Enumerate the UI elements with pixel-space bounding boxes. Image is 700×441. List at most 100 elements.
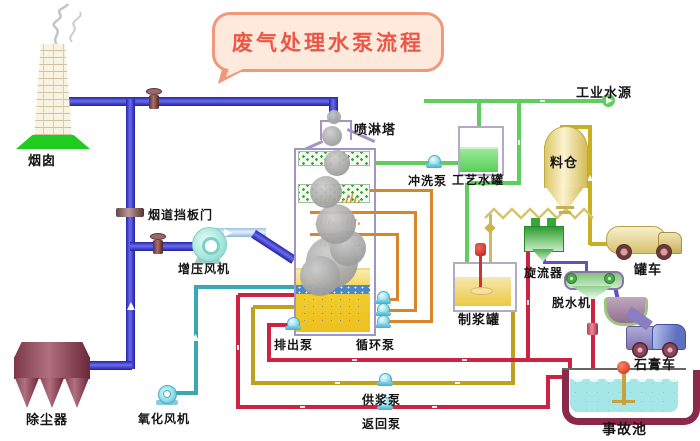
label-spray-tower: 喷淋塔	[354, 123, 397, 138]
label-industrial-water: 工业水源	[576, 86, 633, 101]
bypass-valve	[146, 88, 162, 110]
air-pipe-to-tower	[196, 285, 302, 289]
label-cyclone: 旋流器	[524, 266, 564, 280]
discharge-pump-link	[267, 323, 289, 327]
belt-roller-right	[604, 273, 615, 284]
flue-pipe-top	[56, 97, 338, 106]
label-tank-truck: 罐车	[634, 263, 663, 278]
underflow-to-belt	[585, 261, 588, 274]
air-pipe-fan-link	[176, 391, 198, 395]
page-title: 废气处理水泵流程	[232, 31, 424, 55]
water-to-slurry-tank	[465, 183, 469, 263]
supply-into-tower	[253, 305, 302, 309]
slurry-supply-pump	[377, 373, 393, 386]
water-tank-drop	[477, 101, 481, 127]
spray-header-1	[310, 189, 433, 192]
label-booster-fan: 增压风机	[178, 262, 231, 276]
gypsum-truck-wheel-1	[632, 342, 648, 358]
tank-truck-wheel-2	[656, 244, 672, 260]
discharge-line	[267, 358, 572, 362]
chimney-base	[16, 135, 90, 149]
feeder-drop-pipe	[489, 214, 492, 264]
dust-collector-body	[14, 357, 90, 379]
dust-collector-cone-3	[65, 378, 89, 408]
label-return-pump: 返回泵	[362, 417, 402, 431]
dust-collector-cone-1	[15, 378, 39, 408]
feeder-marker	[484, 222, 496, 234]
label-oxidation-fan: 氧化风机	[138, 412, 191, 426]
booster-fan-hub	[202, 237, 220, 255]
powder-pipe-top	[560, 125, 592, 129]
label-flue-damper: 烟道挡板门	[148, 208, 214, 222]
silo-body	[544, 146, 588, 188]
chimney-smoke	[52, 3, 82, 47]
water-jog	[467, 181, 521, 185]
circ-discharge-3	[388, 298, 399, 301]
filtrate-valve	[587, 323, 598, 335]
spray-riser-2	[414, 211, 417, 312]
supply-from-slurry-tank	[511, 305, 515, 383]
label-supply-pump: 供浆泵	[362, 393, 402, 407]
belt-roller-left	[566, 273, 577, 284]
discharge-pump	[285, 317, 301, 330]
agitator-motor	[475, 243, 486, 256]
label-emergency-pool: 事故池	[602, 422, 647, 438]
aeration-bubbles	[300, 296, 366, 322]
powder-pipe-vertical	[588, 125, 592, 245]
cyclone-prong-2	[547, 218, 556, 228]
filtrate-drain	[591, 297, 595, 374]
label-chimney: 烟囱	[28, 154, 57, 169]
underflow-horizontal	[543, 261, 588, 264]
air-up-arrow	[192, 334, 199, 341]
flue-up-arrow	[127, 302, 135, 310]
label-circulation-pump: 循环泵	[356, 338, 396, 352]
powder-pipe-truck	[590, 242, 608, 246]
dust-collector-top	[14, 342, 90, 358]
fan-outlet-diagonal	[251, 230, 297, 264]
oxidation-fan-hub	[163, 390, 171, 398]
dust-collector-cone-2	[40, 378, 64, 408]
fan-outlet-duct	[216, 228, 266, 237]
label-process-water-tank: 工艺水罐	[452, 173, 505, 187]
cyclone-prong-1	[531, 218, 540, 228]
return-pool-vertical	[546, 377, 550, 407]
silo-outlet-flange-2	[559, 211, 571, 214]
process-water-liquid	[460, 147, 498, 172]
label-dust-collector: 除尘器	[26, 413, 69, 428]
pool-agitator-pole	[622, 367, 626, 405]
flush-line-tower	[368, 161, 428, 165]
agitator-shaft	[479, 254, 482, 290]
return-pump	[377, 397, 393, 410]
agitator-impeller	[470, 287, 493, 295]
discharge-vertical	[267, 323, 271, 362]
gypsum-truck-wheel-2	[662, 342, 678, 358]
fan-inlet-valve	[150, 233, 166, 255]
spray-riser-1	[430, 189, 433, 322]
spray-header-2	[310, 211, 417, 214]
flue-pipe-main-vertical	[126, 99, 135, 369]
label-silo: 料仓	[550, 156, 579, 171]
silo-cone	[546, 187, 584, 207]
flush-pump	[426, 155, 442, 168]
supply-vertical-left	[251, 307, 255, 383]
cyclone-body	[524, 226, 564, 252]
pool-agitator-base	[612, 400, 635, 403]
chimney-body	[34, 44, 72, 138]
water-source-arrowhead	[606, 97, 613, 104]
return-pool-link	[546, 375, 568, 379]
return-line	[236, 405, 550, 409]
powder-up-arrow	[587, 175, 593, 181]
label-flush-pump: 冲洗泵	[408, 174, 448, 188]
pool-agitator-ball	[617, 361, 630, 374]
return-vertical-left	[236, 295, 240, 407]
circ-discharge-1	[388, 320, 433, 323]
label-slurry-tank: 制浆罐	[458, 313, 501, 328]
circ-discharge-2	[388, 309, 417, 312]
circulation-pump-3	[375, 315, 391, 328]
label-discharge-pump: 排出泵	[274, 338, 314, 352]
fan-outlet-arrow	[224, 229, 232, 237]
return-into-tower	[238, 293, 302, 297]
label-dewatering-machine: 脱水机	[552, 296, 592, 310]
flue-pipe-dust-link	[84, 361, 132, 370]
